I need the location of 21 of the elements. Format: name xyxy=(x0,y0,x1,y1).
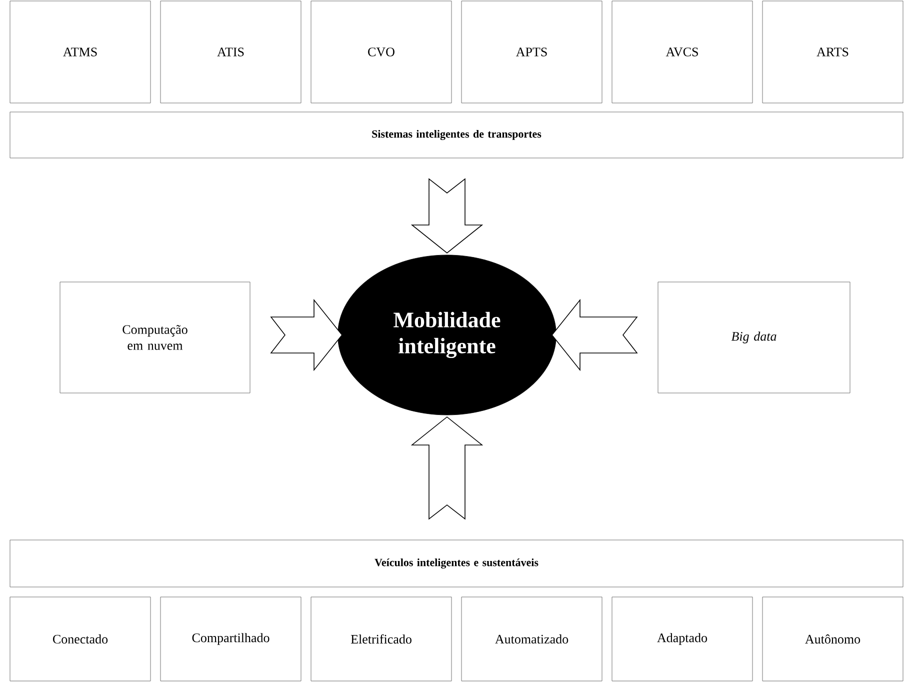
block-arrow xyxy=(270,298,343,372)
block-arrow xyxy=(410,416,484,520)
ellipse-node: Mobilidade inteligente xyxy=(338,254,556,416)
text-box: Big data xyxy=(658,282,850,394)
text-box: ATMS xyxy=(10,0,151,104)
text-box: Adaptado xyxy=(612,596,753,682)
band-box: Sistemas inteligentes de transportes xyxy=(10,112,904,158)
text-box: CVO xyxy=(310,0,452,104)
text-box: Conectado xyxy=(10,596,151,682)
band-box: Veículos inteligentes e sustentáveis xyxy=(10,540,904,588)
text-box: AVCS xyxy=(612,0,753,104)
text-box: ATIS xyxy=(160,0,302,104)
text-box: Eletrificado xyxy=(310,596,452,682)
text-box: Autônomo xyxy=(762,596,904,682)
text-box: Computação em nuvem xyxy=(60,282,250,394)
text-box: APTS xyxy=(461,0,602,104)
text-box: ARTS xyxy=(762,0,904,104)
block-arrow xyxy=(552,298,638,372)
block-arrow xyxy=(410,178,484,254)
text-box: Automatizado xyxy=(461,596,602,682)
text-box: Compartilhado xyxy=(160,596,302,682)
